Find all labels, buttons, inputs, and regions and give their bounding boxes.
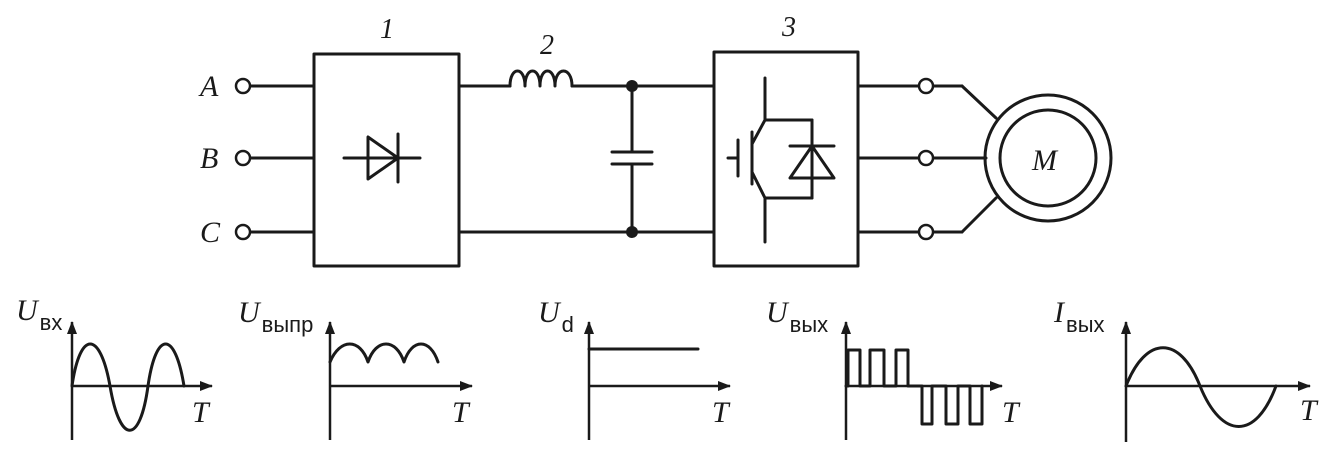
- terminal-label-a: A: [198, 70, 219, 103]
- igbt-icon: [726, 76, 814, 244]
- rectifier-number: 1: [380, 14, 394, 45]
- graph-output-current: Iвых T: [1053, 296, 1319, 442]
- freewheel-diode-icon: [788, 118, 836, 200]
- output-terminal-a: [917, 77, 935, 95]
- terminal-label-b: B: [200, 142, 218, 175]
- graph-dc-voltage: Ud T: [538, 296, 731, 440]
- graph4-symbol: Uвых: [766, 296, 828, 337]
- choke-number: 2: [540, 30, 554, 61]
- rectifier-block: 1: [312, 14, 716, 268]
- dc-link-capacitor: [610, 80, 654, 238]
- graph3-axis-t: T: [712, 396, 731, 429]
- rectifier-box: [312, 52, 461, 268]
- graph5-symbol: Iвых: [1053, 296, 1105, 337]
- graph1-symbol: Uвх: [16, 294, 62, 335]
- motor-icon: M: [983, 93, 1113, 223]
- inverter-number: 3: [781, 12, 796, 43]
- graph-output-voltage: Uвых T: [766, 296, 1021, 440]
- graph5-sine-wave: [1124, 346, 1278, 428]
- terminal-label-c: C: [200, 216, 221, 249]
- motor-label: M: [1031, 144, 1059, 177]
- graph4-axis-t: T: [1002, 396, 1021, 429]
- graph-input-voltage: Uвх T: [16, 294, 213, 440]
- input-terminal-b: [234, 149, 252, 167]
- graph2-axis-t: T: [452, 396, 471, 429]
- junction-dot-top: [626, 80, 638, 92]
- output-section: M: [856, 77, 1113, 241]
- graph3-symbol: Ud: [538, 296, 574, 337]
- graph2-symbol: Uвыпр: [238, 296, 313, 337]
- input-terminal-c: [234, 223, 252, 241]
- choke: 2: [508, 30, 716, 88]
- graph2-ripple-wave: [328, 342, 440, 364]
- graph4-pwm-wave: [844, 348, 984, 426]
- input-terminals: A B C: [198, 70, 316, 249]
- graph1-axis-t: T: [192, 396, 211, 429]
- graph-rectified-voltage: Uвыпр T: [238, 296, 473, 440]
- graph1-sine-wave: [70, 342, 186, 432]
- inductor-icon: [508, 69, 574, 88]
- diode-icon: [342, 132, 422, 184]
- graph5-axis-t: T: [1300, 394, 1319, 427]
- junction-dot-bottom: [626, 226, 638, 238]
- output-terminal-c: [917, 223, 935, 241]
- input-terminal-a: [234, 77, 252, 95]
- output-terminal-b: [917, 149, 935, 167]
- inverter-block: 3: [712, 12, 860, 268]
